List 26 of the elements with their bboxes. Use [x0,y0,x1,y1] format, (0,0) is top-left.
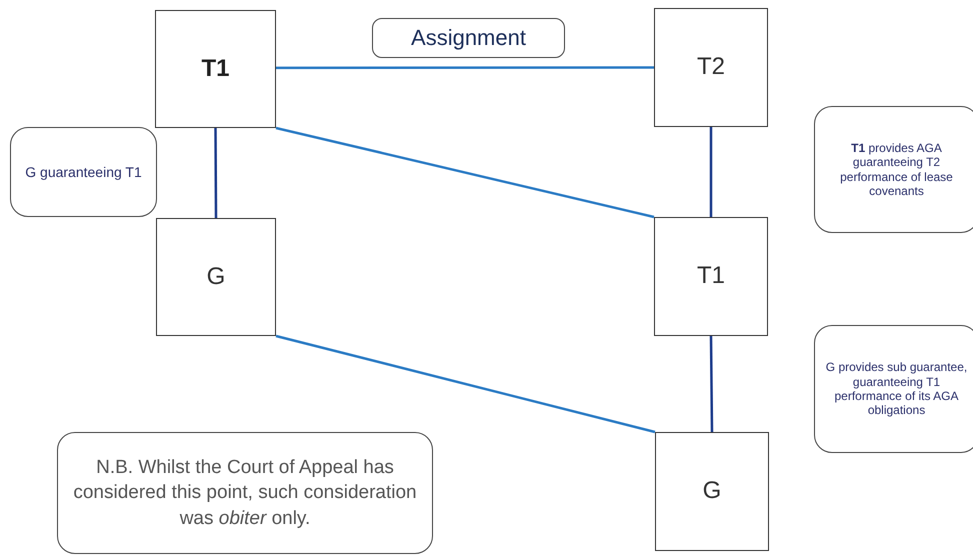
party-box [654,217,768,336]
note-box [10,127,157,217]
party-box [655,432,769,551]
note-text: G provides sub guarantee, guaranteeing T1 performance of its AGA obligations [824,360,968,418]
connector-line [214,128,218,218]
party-label: G [206,262,226,292]
party-label: T2 [696,53,725,82]
note-box [372,18,565,58]
connector-line [276,66,654,70]
connector-line [710,127,712,217]
connector-line [710,336,714,432]
party-label: T1 [201,54,230,84]
note-box [814,106,973,233]
connector-line [276,126,654,218]
party-label: G [702,477,722,506]
note-text: G guaranteeing T1 [25,164,142,180]
party-box [155,10,276,128]
connector-line [276,334,656,434]
note-box [57,432,433,554]
party-box [654,8,768,127]
note-text: T1 provides AGA guaranteeing T2 performance of lease covenants [839,140,954,198]
party-label: T1 [696,262,725,291]
note-box [814,325,973,453]
party-box [156,218,276,336]
note-text: N.B. Whilst the Court of Appeal has considered this point, such consideration was obiter only. [72,456,418,531]
note-text: Assignment [411,24,526,52]
